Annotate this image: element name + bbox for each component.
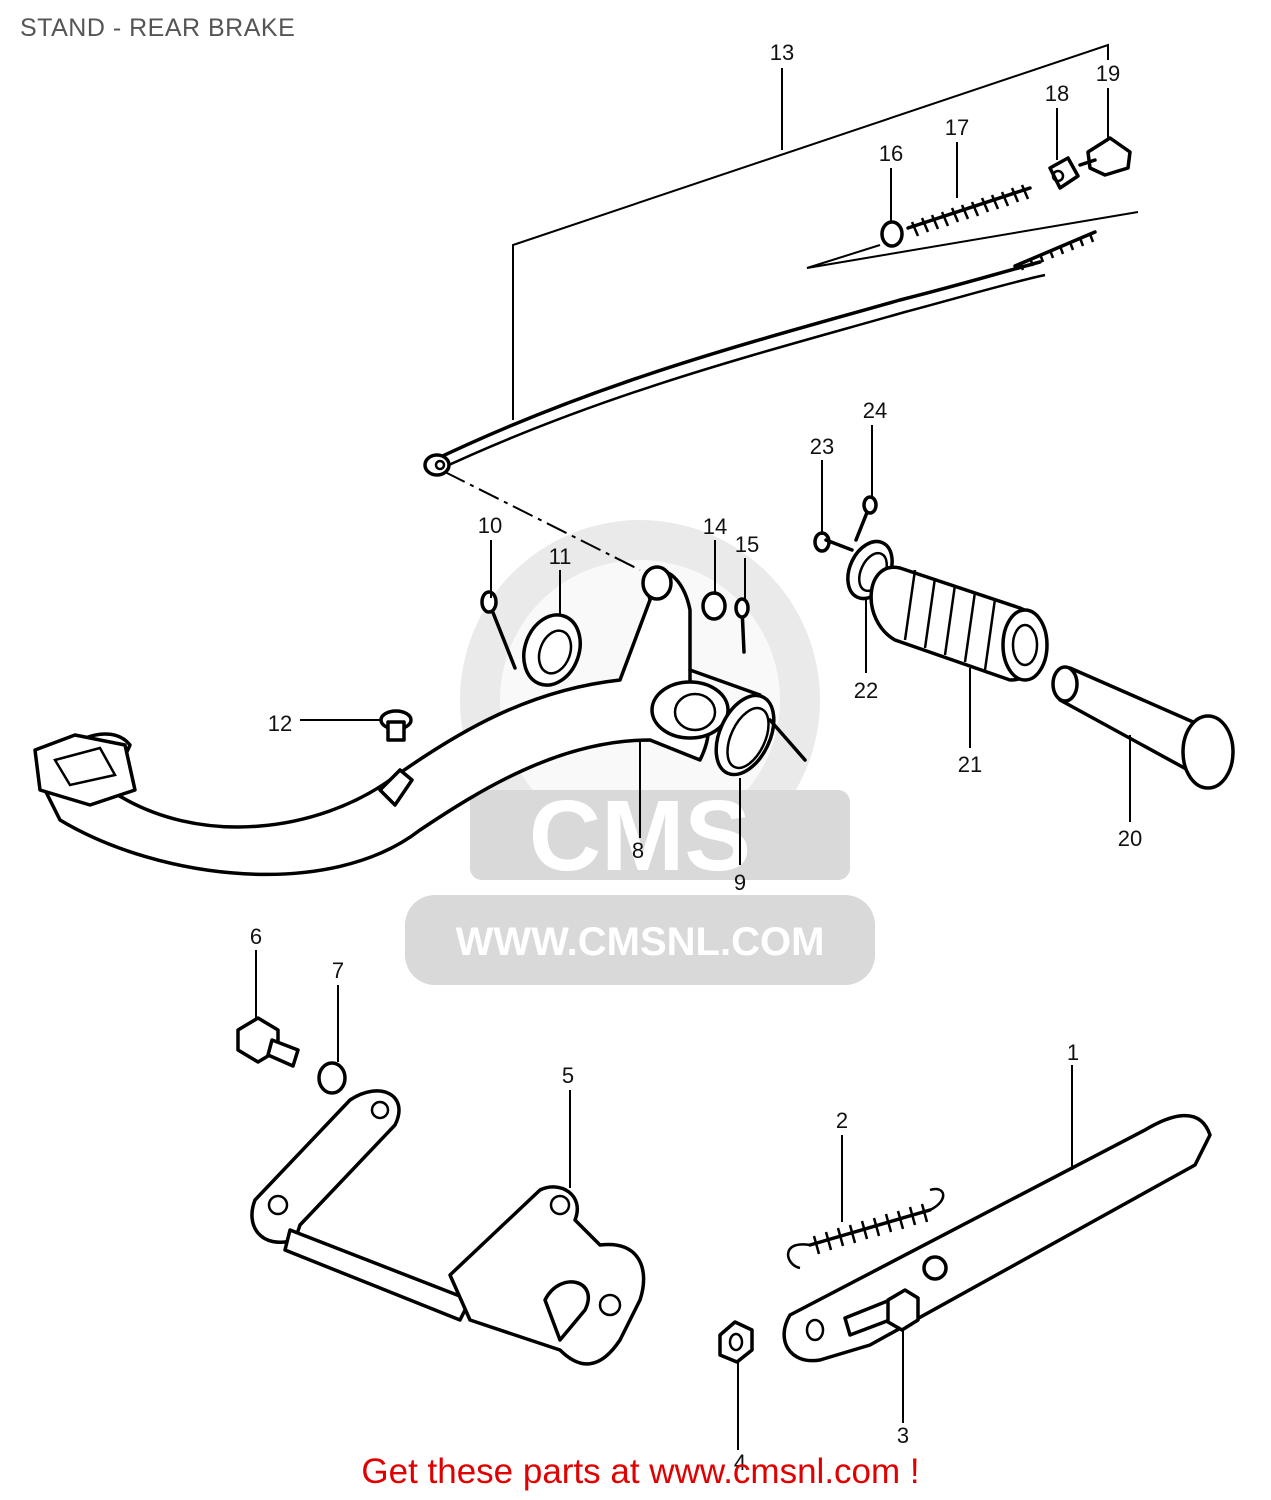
callout-20: 20 (1118, 826, 1142, 851)
washer-7 (317, 1061, 347, 1095)
footrest-rubber-21 (869, 565, 1049, 682)
get-parts-link[interactable]: Get these parts at www.cmsnl.com ! (361, 1452, 920, 1491)
washer-16 (880, 220, 904, 248)
callout-5: 5 (562, 1063, 574, 1088)
callout-13: 13 (770, 40, 794, 65)
callout-14: 14 (703, 514, 727, 539)
brake-rod (423, 211, 1139, 571)
callout-21: 21 (958, 752, 982, 777)
return-spring-9 (688, 668, 807, 777)
stand-bolt-3 (843, 1288, 920, 1337)
spring-17 (906, 184, 1032, 237)
callout-10: 10 (478, 513, 502, 538)
callout-16: 16 (879, 141, 903, 166)
callout-11: 11 (549, 544, 572, 569)
callout-labels: 1 2 3 4 5 6 7 8 9 10 11 12 13 14 15 16 1… (250, 40, 1142, 1475)
footrest-pin-20 (1051, 665, 1235, 790)
callout-1: 1 (1067, 1040, 1079, 1065)
plug-12 (379, 709, 413, 742)
bolt-6 (236, 1016, 300, 1068)
joint-18 (1048, 156, 1080, 190)
callout-4: 4 (734, 1450, 746, 1475)
callout-18: 18 (1045, 81, 1069, 106)
callout-19: 19 (1096, 61, 1120, 86)
stand-spring-2 (786, 1187, 945, 1270)
callout-7: 7 (332, 958, 344, 983)
stand-bracket-5 (250, 1089, 646, 1366)
leader-lines (255, 88, 1131, 1450)
diagram-title: STAND - REAR BRAKE (20, 14, 296, 42)
callout-6: 6 (250, 924, 262, 949)
callout-9: 9 (734, 870, 746, 895)
rod-assembly-bracket (512, 43, 1109, 420)
callout-22: 22 (854, 678, 878, 703)
cotter-pin-15 (734, 597, 750, 654)
callout-24: 24 (863, 398, 887, 423)
callout-17: 17 (945, 115, 969, 140)
callout-3: 3 (897, 1423, 909, 1448)
adjuster-nut-19 (1078, 136, 1132, 177)
callout-23: 23 (810, 434, 834, 459)
cotter-pin-10 (480, 590, 517, 670)
callout-8: 8 (632, 838, 644, 863)
watermark-url: WWW.CMSNL.COM (456, 920, 825, 964)
washer-11 (522, 613, 582, 687)
callout-12: 12 (268, 711, 292, 736)
nut-4 (718, 1320, 754, 1364)
brake-pedal-8 (33, 565, 730, 877)
callout-2: 2 (836, 1108, 848, 1133)
pin-23 (813, 531, 854, 553)
washer-14 (701, 591, 727, 621)
cotter-pin-24 (854, 495, 878, 542)
callout-15: 15 (735, 532, 759, 557)
